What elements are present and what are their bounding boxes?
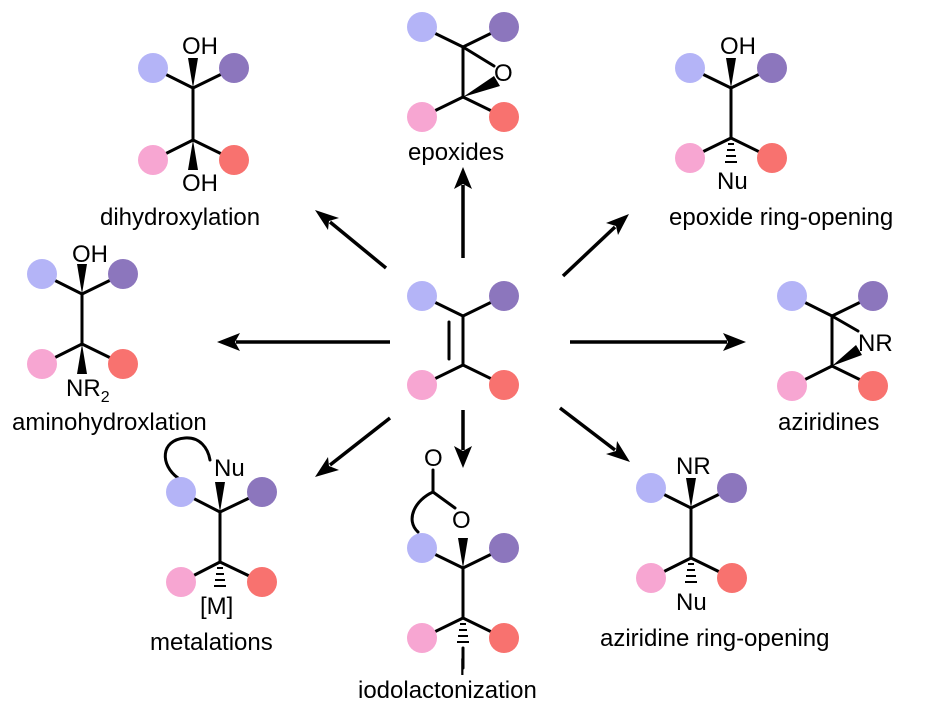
lavender-substituent [27, 259, 57, 289]
iodolactonization-product: O O I iodolactonization [358, 445, 537, 704]
lavender-substituent [636, 473, 666, 503]
salmon-substituent [757, 143, 787, 173]
purple-substituent [717, 473, 747, 503]
purple-substituent [247, 477, 277, 507]
nr-label: NR [858, 330, 893, 357]
metalations-label: metalations [150, 629, 273, 656]
lavender-substituent [407, 533, 437, 563]
alkene-center [407, 281, 519, 400]
salmon-substituent [717, 563, 747, 593]
aziridines-label: aziridines [778, 409, 879, 436]
salmon-substituent [489, 370, 519, 400]
epoxide-ring-opening-label: epoxide ring-opening [669, 204, 893, 231]
pink-substituent [166, 567, 196, 597]
iodolactonization-label: iodolactonization [358, 677, 537, 704]
aminohydroxylation-product: OH NR2 aminohydroxlation [12, 241, 207, 436]
arrow-up-left [328, 220, 388, 270]
aziridine-ring-opening-label: aziridine ring-opening [600, 625, 829, 652]
lavender-substituent [675, 53, 705, 83]
aminohydroxylation-label: aminohydroxlation [12, 409, 207, 436]
nu-label: Nu [717, 168, 748, 195]
purple-substituent [489, 533, 519, 563]
pink-substituent [777, 371, 807, 401]
iodine-label: I [459, 654, 466, 681]
arrow-up-right [561, 225, 617, 278]
dihydroxylation-label: dihydroxylation [100, 204, 260, 231]
nr-label: NR [676, 453, 711, 480]
oh-label: OH [72, 241, 108, 268]
salmon-substituent [489, 102, 519, 132]
purple-substituent [489, 281, 519, 311]
lavender-substituent [138, 53, 168, 83]
purple-substituent [108, 259, 138, 289]
tether-loop [163, 436, 212, 480]
arrow-down-left [328, 416, 392, 467]
pink-substituent [138, 145, 168, 175]
dihydroxylation-product: OH OH dihydroxylation [100, 33, 260, 231]
arrow-down-right [558, 406, 617, 452]
subscript-two: 2 [101, 389, 110, 406]
aziridines-product: NR aziridines [777, 281, 893, 436]
epoxides-product: O epoxides [407, 12, 519, 166]
lavender-substituent [777, 281, 807, 311]
purple-substituent [219, 53, 249, 83]
salmon-substituent [489, 623, 519, 653]
purple-substituent [489, 12, 519, 42]
oh-label: OH [182, 33, 218, 60]
reaction-arrows [217, 167, 746, 477]
nitrogen-symbol: N [66, 375, 83, 402]
r-symbol: R [83, 375, 100, 402]
nu-label: Nu [214, 455, 245, 482]
pink-substituent [675, 143, 705, 173]
purple-substituent [858, 281, 888, 311]
nu-label: Nu [676, 589, 707, 616]
lavender-substituent [407, 12, 437, 42]
pink-substituent [407, 623, 437, 653]
epoxides-label: epoxides [408, 139, 504, 166]
aziridine-ring-opening-product: NR Nu aziridine ring-opening [600, 453, 829, 652]
salmon-substituent [247, 567, 277, 597]
oh-label: OH [182, 170, 218, 197]
metalations-product: Nu [M] metalations [150, 436, 277, 656]
oh-label: OH [720, 33, 756, 60]
lavender-substituent [407, 281, 437, 311]
pink-substituent [407, 102, 437, 132]
salmon-substituent [858, 371, 888, 401]
nr2-label: NR2 [66, 375, 110, 406]
oxygen-label: O [494, 60, 513, 87]
salmon-substituent [219, 145, 249, 175]
ester-oxygen-label: O [452, 507, 471, 534]
carbonyl-oxygen-label: O [424, 445, 443, 472]
metal-label: [M] [200, 593, 233, 620]
salmon-substituent [108, 349, 138, 379]
purple-substituent [757, 53, 787, 83]
pink-substituent [27, 349, 57, 379]
pink-substituent [407, 370, 437, 400]
lavender-substituent [166, 477, 196, 507]
epoxide-ring-opening-product: OH Nu epoxide ring-opening [669, 33, 893, 231]
pink-substituent [636, 563, 666, 593]
